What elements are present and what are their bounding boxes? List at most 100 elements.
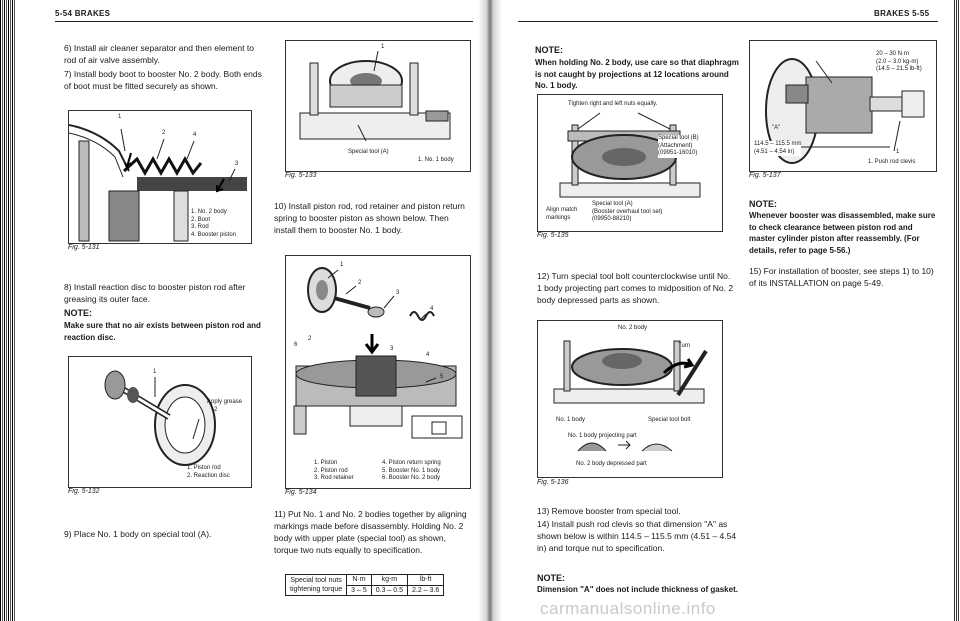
- left-page-header: 5-54 BRAKES: [55, 9, 111, 18]
- fig135-special-tool-a: Special tool (A) (Booster overhaul tool …: [592, 201, 662, 224]
- book-gutter: [478, 0, 502, 621]
- fig131-legend-4: 4. Booster piston: [191, 231, 237, 238]
- torque-value-lbft: 2.2 – 3.6: [406, 584, 445, 596]
- torque-row-label: Special tool nuts tightening torque: [284, 574, 348, 596]
- booster-piston-exploded-illustration: [293, 267, 463, 439]
- torque-header-kgm: kg-m: [370, 574, 408, 586]
- fig137-dim-a-label: "A": [772, 125, 781, 131]
- step-11-text: 11) Put No. 1 and No. 2 bodies together …: [274, 509, 467, 555]
- turn-tool-bolt-illustration: [553, 340, 708, 452]
- figure-5-133: 1 Special tool (A) 1. No. 1 body: [285, 40, 471, 172]
- fig137-dim-mm: 114.5 – 115.5 mm: [754, 141, 802, 147]
- right-page-header: BRAKES 5-55: [874, 9, 930, 18]
- fig135-tool-a-1: Special tool (A): [592, 201, 633, 207]
- step-6-text: 6) Install air cleaner separator and the…: [64, 43, 254, 65]
- fig132-callout-2: 2: [214, 407, 218, 413]
- step-14-text: 14) Install push rod clevis so that dime…: [537, 519, 737, 553]
- fig133-legend: 1. No. 1 body: [418, 157, 454, 163]
- note-4-title: NOTE:: [749, 199, 777, 209]
- fig137-torque-3: (14.5 – 21.5 lb-ft): [876, 66, 922, 72]
- fig134-callout-1: 1: [340, 262, 344, 268]
- fig136-no1-body: No. 1 body: [556, 417, 586, 423]
- figure-5-135: Tighten right and left nuts equally. Spe…: [537, 94, 723, 232]
- fig137-torque-1: 20 – 30 N·m: [876, 51, 910, 57]
- note-1-title: NOTE:: [64, 308, 92, 318]
- fig135-tool-a-3: (09950-88210): [592, 216, 632, 222]
- figure-5-132: 1 Apply grease 2 1. Piston rod 2. Reacti…: [68, 356, 252, 488]
- fig135-tool-b-2: (Attachment): [658, 142, 693, 149]
- fig131-callout-4: 4: [193, 132, 197, 138]
- right-header-rule: [518, 21, 938, 22]
- fig-5-134-caption: Fig. 5-134: [285, 489, 317, 496]
- note-3-body: Dimension "A" does not include thickness…: [537, 585, 738, 594]
- fig134-callout-4a: 4: [430, 306, 434, 312]
- note-2-body: When holding No. 2 body, use care so tha…: [535, 58, 739, 90]
- reaction-disc-illustration: [104, 370, 216, 466]
- fig131-callout-3: 3: [235, 161, 239, 167]
- fig-5-131-caption: Fig. 5-131: [68, 244, 100, 251]
- fig136-projecting-part: No. 1 body projecting part: [568, 433, 637, 439]
- fig131-callout-2: 2: [162, 130, 166, 136]
- note-4-body: Whenever booster was disassembled, make …: [749, 211, 936, 255]
- fig131-legend: 1. No. 2 body 2. Boot 3. Rod 4. Booster …: [191, 209, 237, 239]
- fig134-callout-2a: 2: [358, 280, 362, 286]
- fig-5-132-caption: Fig. 5-132: [68, 488, 100, 495]
- torque-header-lbft: lb-ft: [406, 574, 445, 586]
- book-spine-left: [0, 0, 16, 621]
- fig136-turn: Turn: [678, 343, 691, 349]
- figure-5-137: 20 – 30 N·m (2.0 – 3.0 kg-m) (14.5 – 21.…: [749, 40, 937, 172]
- fig134-callout-3b: 3: [390, 346, 394, 352]
- boot-illustration: [69, 124, 247, 242]
- fig-5-135-caption: Fig. 5-135: [537, 232, 569, 239]
- fig135-align-markings: Align match markings: [546, 207, 577, 222]
- book-spine-right: [954, 0, 960, 621]
- step-13-text: 13) Remove booster from special tool.: [537, 506, 681, 516]
- figure-5-131: 1 2 4 3 1. No. 2 body 2. Boot 3. Rod 4. …: [68, 110, 252, 244]
- fig135-tool-a-2: (Booster overhaul tool set): [592, 208, 663, 215]
- fig132-apply-grease: Apply grease: [207, 399, 243, 405]
- fig135-special-tool-b: Special tool (B) (Attachment) (09951-160…: [658, 135, 699, 158]
- step-7-text: 7) Install body boot to booster No. 2 bo…: [64, 69, 262, 91]
- fig137-dimension: 114.5 – 115.5 mm (4.51 – 4.54 in): [754, 141, 802, 156]
- torque-value-kgm: 0.3 – 0.5: [370, 584, 408, 596]
- fig134-callout-5: 5: [440, 374, 444, 380]
- fig131-legend-2: 2. Boot: [191, 216, 211, 223]
- fig134-legend-2: 2. Piston rod: [314, 467, 348, 474]
- figure-5-134: 1 2 3 4 5 6 2 3 4 1. Piston 2. Piston ro…: [285, 255, 471, 489]
- fig134-callout-3a: 3: [396, 290, 400, 296]
- fig135-align-2: markings: [546, 214, 571, 221]
- torque-header-nm: N·m: [346, 574, 372, 586]
- no1-body-on-tool-illustration: [299, 50, 451, 142]
- fig136-no2-body: No. 2 body: [618, 325, 648, 331]
- note-2-title: NOTE:: [535, 45, 563, 55]
- fig-5-137-caption: Fig. 5-137: [749, 172, 781, 179]
- step-8-text: 8) Install reaction disc to booster pist…: [64, 282, 246, 304]
- fig134-legend-col-a: 1. Piston 2. Piston rod 3. Rod retainer: [314, 460, 354, 483]
- fig133-callout-1: 1: [381, 44, 385, 50]
- fig135-tighten-note: Tighten right and left nuts equally.: [568, 101, 658, 107]
- fig132-legend-2: 2. Reaction disc: [187, 472, 230, 479]
- fig134-callout-6: 6: [294, 342, 298, 348]
- fig135-tool-b-1: Special tool (B): [658, 135, 699, 141]
- fig134-legend-col-b: 4. Piston return spring 5. Booster No. 1…: [382, 460, 441, 483]
- fig133-special-tool-a: Special tool (A): [348, 149, 389, 155]
- fig132-callout-1: 1: [153, 369, 157, 375]
- note-3-title: NOTE:: [537, 573, 565, 583]
- fig137-dim-in: (4.51 – 4.54 in): [754, 148, 795, 155]
- step-12-text: 12) Turn special tool bolt counterclockw…: [537, 271, 734, 305]
- figure-5-136: No. 2 body Turn No. 1 body Special tool …: [537, 320, 723, 478]
- fig-5-133-caption: Fig. 5-133: [285, 172, 317, 179]
- fig136-special-tool-bolt: Special tool bolt: [648, 417, 691, 423]
- fig-5-136-caption: Fig. 5-136: [537, 479, 569, 486]
- fig131-legend-1: 1. No. 2 body: [191, 209, 227, 215]
- fig135-tool-b-3: (09951-16010): [658, 150, 698, 156]
- booster-on-tool-illustration: [559, 112, 701, 198]
- step-15-text: 15) For installation of booster, see ste…: [749, 266, 934, 288]
- push-rod-clevis-illustration: [765, 58, 925, 164]
- fig134-legend-6: 6. Booster No. 2 body: [382, 475, 441, 481]
- fig131-callout-1: 1: [118, 114, 122, 120]
- fig137-torque-spec: 20 – 30 N·m (2.0 – 3.0 kg-m) (14.5 – 21.…: [876, 51, 922, 74]
- fig131-legend-3: 3. Rod: [191, 224, 209, 230]
- fig135-align-1: Align match: [546, 207, 578, 213]
- fig134-legend-5: 5. Booster No. 1 body: [382, 467, 441, 474]
